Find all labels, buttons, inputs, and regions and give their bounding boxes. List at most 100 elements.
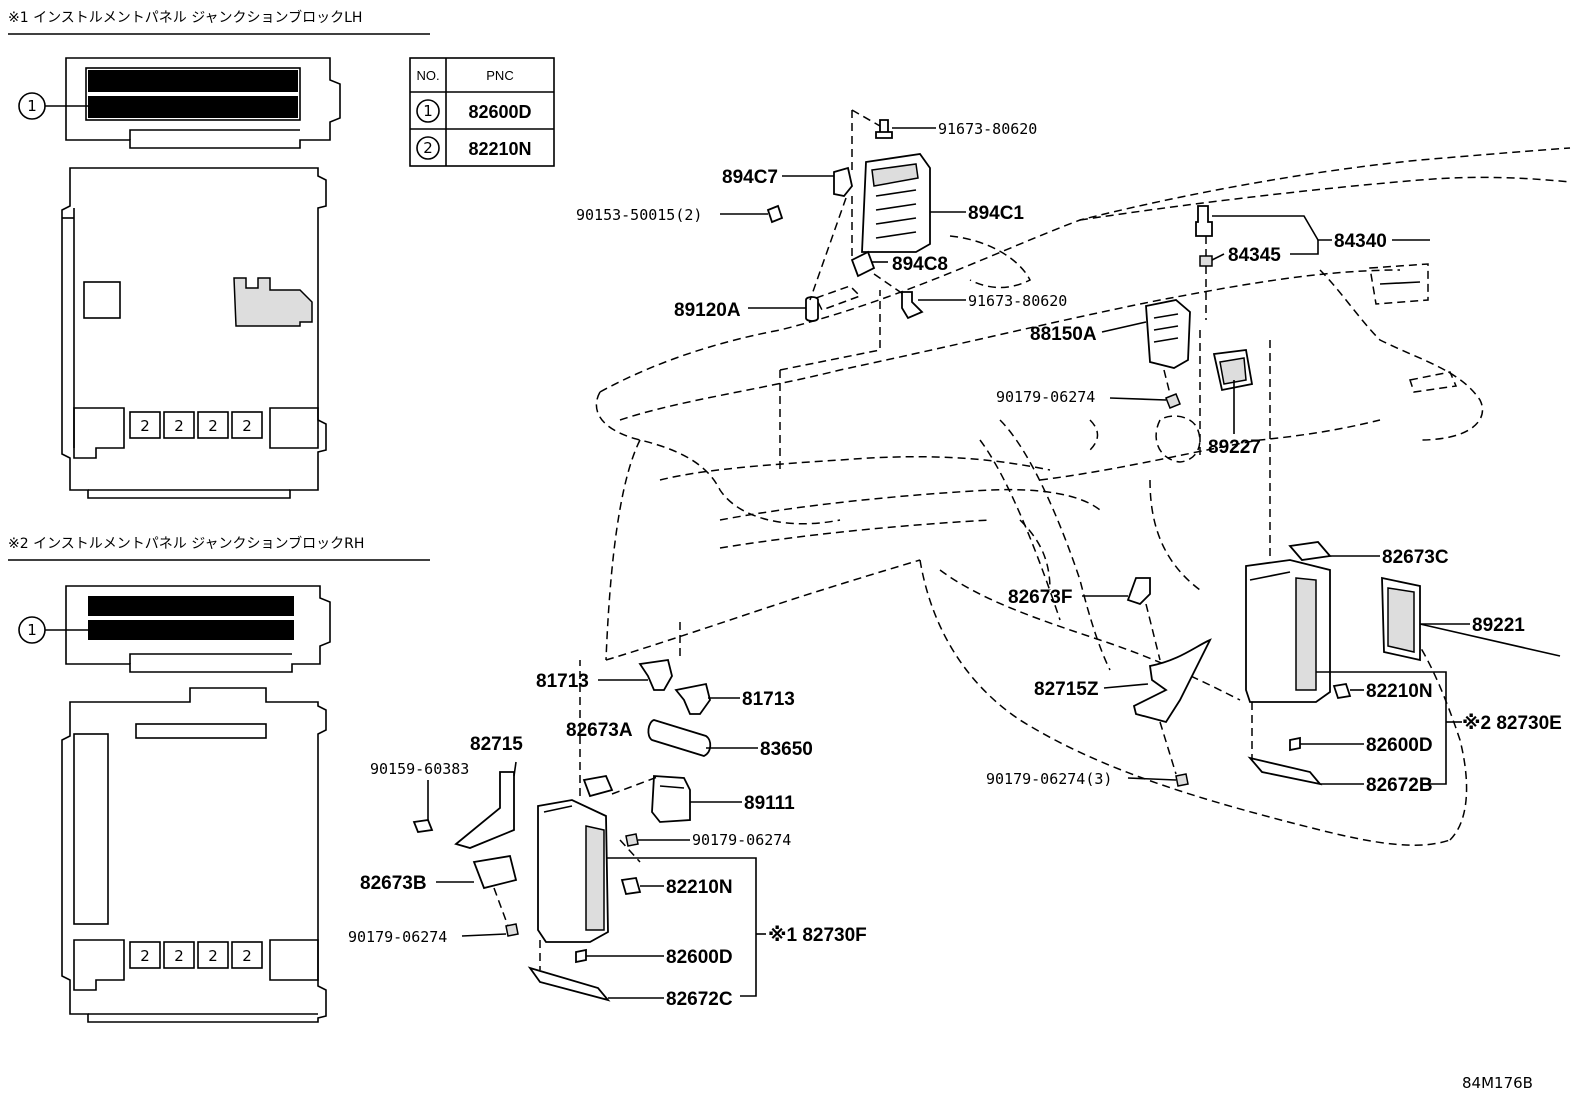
label-894c1: 894C1 — [968, 203, 1024, 224]
part-82210n-left — [620, 876, 642, 896]
label-894c7: 894C7 — [722, 167, 778, 188]
part-88150a — [1145, 299, 1191, 369]
junction-block-82730f — [537, 799, 609, 943]
label-82715: 82715 — [470, 734, 523, 755]
label-89227: 89227 — [1208, 437, 1261, 458]
label-82730f: ※1 82730F — [768, 925, 867, 946]
section-title-rh: ※2 インストルメントパネル ジャンクションブロックRH — [8, 535, 364, 552]
label-83650: 83650 — [760, 739, 813, 760]
jb-lh-fuse-grid — [88, 70, 298, 118]
bracket-82715z — [1132, 638, 1212, 724]
cover-82672c — [527, 966, 611, 1002]
nut-90179-upper — [1165, 393, 1181, 409]
part-82673c — [1288, 541, 1332, 561]
label-88150a: 88150A — [1030, 324, 1097, 345]
clip-81713-lower — [674, 682, 711, 715]
label-82673c: 82673C — [1382, 547, 1449, 568]
svg-text:2: 2 — [174, 947, 184, 965]
junction-block-rh-section: ※2 インストルメントパネル ジャンクションブロックRH 1 2 2 2 2 — [8, 535, 430, 1023]
part-83650 — [647, 719, 712, 757]
nut-90179-lower — [625, 833, 639, 847]
label-82210n-left: 82210N — [666, 877, 733, 898]
part-82673f — [1126, 577, 1151, 606]
svg-text:1: 1 — [27, 97, 37, 115]
svg-text:2: 2 — [242, 947, 252, 965]
table-row-2-pnc: 82210N — [468, 139, 531, 159]
nut-90179-3 — [1175, 773, 1189, 787]
jb-lh-body-view — [61, 167, 327, 499]
leader-lines — [427, 127, 1561, 999]
jb-rh-relay-row: 2 2 2 2 — [129, 941, 263, 969]
junction-block-lh-section: ※1 インストルメントパネル ジャンクションブロックLH 1 2 2 2 2 — [8, 9, 430, 499]
label-90179-06274-left: 90179-06274 — [348, 928, 447, 946]
label-82672c: 82672C — [666, 989, 733, 1010]
bolt-90159 — [412, 819, 434, 833]
nut-90179-left — [505, 923, 519, 937]
label-84345: 84345 — [1228, 245, 1281, 266]
part-82673a — [582, 774, 614, 798]
label-82715z: 82715Z — [1034, 679, 1099, 700]
part-82673b — [472, 854, 518, 890]
clip-81713-upper — [638, 658, 673, 691]
switch-84340 — [1195, 205, 1213, 237]
label-82673b: 82673B — [360, 873, 427, 894]
table-header-pnc: PNC — [486, 68, 513, 83]
jb-lh-connector-clip — [233, 277, 313, 327]
label-894c8: 894C8 — [892, 254, 948, 275]
part-84345 — [1199, 255, 1213, 267]
bolt-90153 — [766, 204, 784, 224]
bracket-82715 — [454, 771, 515, 849]
svg-text:2: 2 — [242, 417, 252, 435]
label-90159-60383: 90159-60383 — [370, 760, 469, 778]
bolt-91673-lower — [901, 291, 924, 320]
svg-text:2: 2 — [208, 417, 218, 435]
label-90179-06274-upper: 90179-06274 — [996, 388, 1095, 406]
label-89221: 89221 — [1472, 615, 1525, 636]
jb-rh-body-view — [61, 687, 327, 1023]
table-row-1-no: 1 — [423, 102, 433, 120]
pnc-table: NO. PNC 1 82600D 2 82210N — [409, 57, 555, 167]
ecu-894c1 — [861, 153, 931, 253]
part-89120a — [805, 296, 819, 322]
label-81713-lower: 81713 — [742, 689, 795, 710]
part-82600d-right — [1289, 736, 1301, 752]
label-82673a: 82673A — [566, 720, 633, 741]
diagram-code: 84M176B — [1462, 1074, 1533, 1092]
label-82673f: 82673F — [1008, 587, 1072, 608]
instrument-panel-outline — [595, 147, 1571, 846]
label-82730e: ※2 82730E — [1462, 713, 1562, 734]
svg-text:2: 2 — [140, 947, 150, 965]
part-82600d-left — [575, 948, 587, 964]
svg-text:1: 1 — [27, 621, 37, 639]
label-89111: 89111 — [744, 793, 795, 814]
jb-lh-relay-row: 2 2 2 2 — [129, 411, 263, 439]
label-82210n-right: 82210N — [1366, 681, 1433, 702]
svg-text:2: 2 — [140, 417, 150, 435]
label-82600d-right: 82600D — [1366, 735, 1433, 756]
bolt-91673-top — [875, 119, 893, 139]
table-header-no: NO. — [416, 68, 439, 83]
cover-82672b — [1247, 756, 1323, 786]
label-91673-80620-lower: 91673-80620 — [968, 292, 1067, 310]
svg-text:2: 2 — [174, 417, 184, 435]
label-82600d-left: 82600D — [666, 947, 733, 968]
label-90153-50015: 90153-50015(2) — [576, 206, 702, 224]
junction-block-82730e — [1245, 559, 1331, 703]
table-row-1-pnc: 82600D — [468, 102, 531, 122]
part-89111 — [651, 775, 691, 823]
label-82672b: 82672B — [1366, 775, 1433, 796]
label-91673-80620-top: 91673-80620 — [938, 120, 1037, 138]
bracket-894c7 — [833, 166, 853, 197]
bracket-894c8 — [850, 250, 876, 278]
svg-text:2: 2 — [208, 947, 218, 965]
part-82210n-right — [1332, 682, 1352, 700]
table-row-2-no: 2 — [423, 139, 433, 157]
label-90179-06274-3: 90179-06274(3) — [986, 770, 1112, 788]
label-89120a: 89120A — [674, 300, 741, 321]
jb-rh-fuse-grid — [88, 596, 294, 640]
part-labels: 91673-80620 894C7 90153-50015(2) 894C1 8… — [348, 120, 1562, 1010]
section-title-lh: ※1 インストルメントパネル ジャンクションブロックLH — [8, 9, 362, 26]
label-84340: 84340 — [1334, 231, 1387, 252]
label-81713-upper: 81713 — [536, 671, 589, 692]
